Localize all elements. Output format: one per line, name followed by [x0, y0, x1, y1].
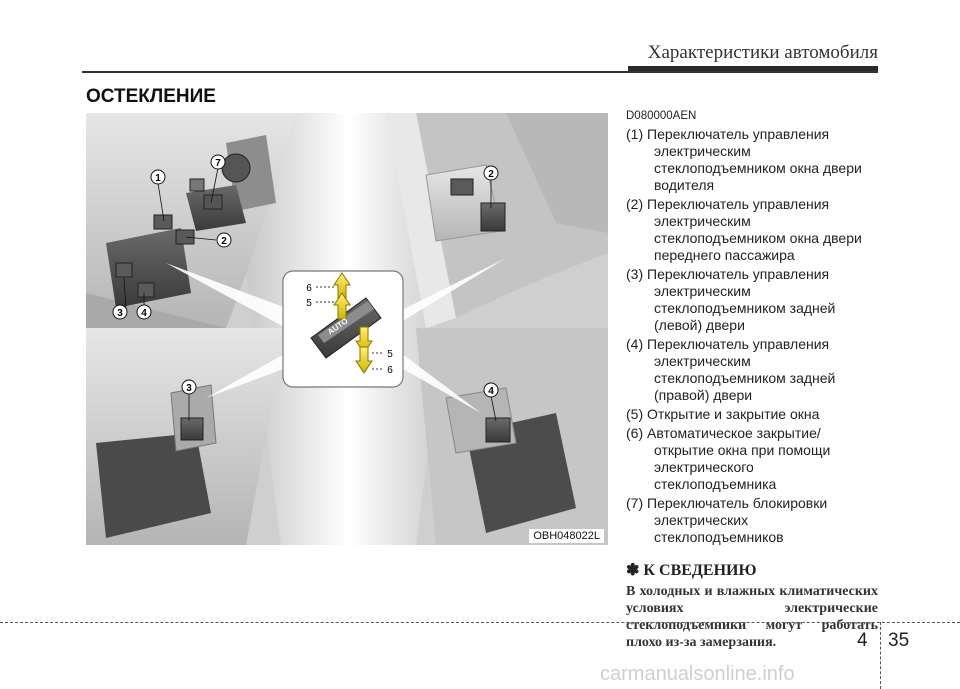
- footer-rule: [0, 622, 960, 623]
- rear-right-door-panel: [416, 328, 608, 545]
- callout-2-passenger: 2: [488, 169, 494, 180]
- callout-3-rear: 3: [186, 383, 192, 394]
- window-switches-figure: AUTO 1 7 2 2 3 4 3: [86, 113, 608, 545]
- list-item: (1) Переключатель управления электрическ…: [626, 126, 862, 193]
- note-body: В холодных и влажных климатических услов…: [626, 584, 878, 650]
- section-code: D080000AEN: [626, 110, 697, 122]
- list-item: (5) Открытие и закрытие окна: [626, 406, 820, 422]
- list-item: (2) Переключатель управления электрическ…: [626, 196, 862, 263]
- callout-2-driver: 2: [221, 236, 227, 247]
- magnified-switch: AUTO: [166, 258, 506, 413]
- callout-5-top: 5: [306, 298, 312, 309]
- chapter-number: 4: [857, 630, 868, 651]
- passenger-door-panel: [386, 113, 608, 328]
- callout-6-top: 6: [306, 283, 312, 294]
- header-rule-thick: [628, 66, 878, 72]
- watermark: carmanualsonline.info: [600, 663, 795, 685]
- note-title: ✽ К СВЕДЕНИЮ: [626, 562, 757, 579]
- figure-code: OBH048022L: [529, 529, 604, 543]
- callout-6-bottom: 6: [387, 365, 393, 376]
- list-item: (4) Переключатель управления электрическ…: [626, 336, 836, 403]
- callout-3-driver: 3: [117, 308, 123, 319]
- driver-door-panel: [86, 113, 296, 328]
- list-item: (6) Автоматическое закрытие/ открытие ок…: [626, 425, 831, 492]
- running-header-title: Характеристики автомобиля: [647, 42, 878, 63]
- callout-1: 1: [155, 173, 161, 184]
- footer-divider: [880, 622, 881, 689]
- section-title: ОСТЕКЛЕНИЕ: [86, 86, 216, 107]
- callout-4-rear: 4: [488, 386, 494, 397]
- list-item: (7) Переключатель блокировки электрическ…: [626, 495, 828, 545]
- callout-7: 7: [215, 158, 221, 169]
- header-rule: [82, 71, 878, 73]
- list-item: (3) Переключатель управления электрическ…: [626, 266, 836, 333]
- text-column: D080000AEN (1) Переключатель управления …: [626, 110, 878, 651]
- figure-illustration: AUTO 1 7 2 2 3 4 3: [86, 113, 608, 545]
- page-number: 35: [888, 630, 910, 651]
- callout-4-driver: 4: [141, 308, 147, 319]
- callout-5-bottom: 5: [387, 349, 393, 360]
